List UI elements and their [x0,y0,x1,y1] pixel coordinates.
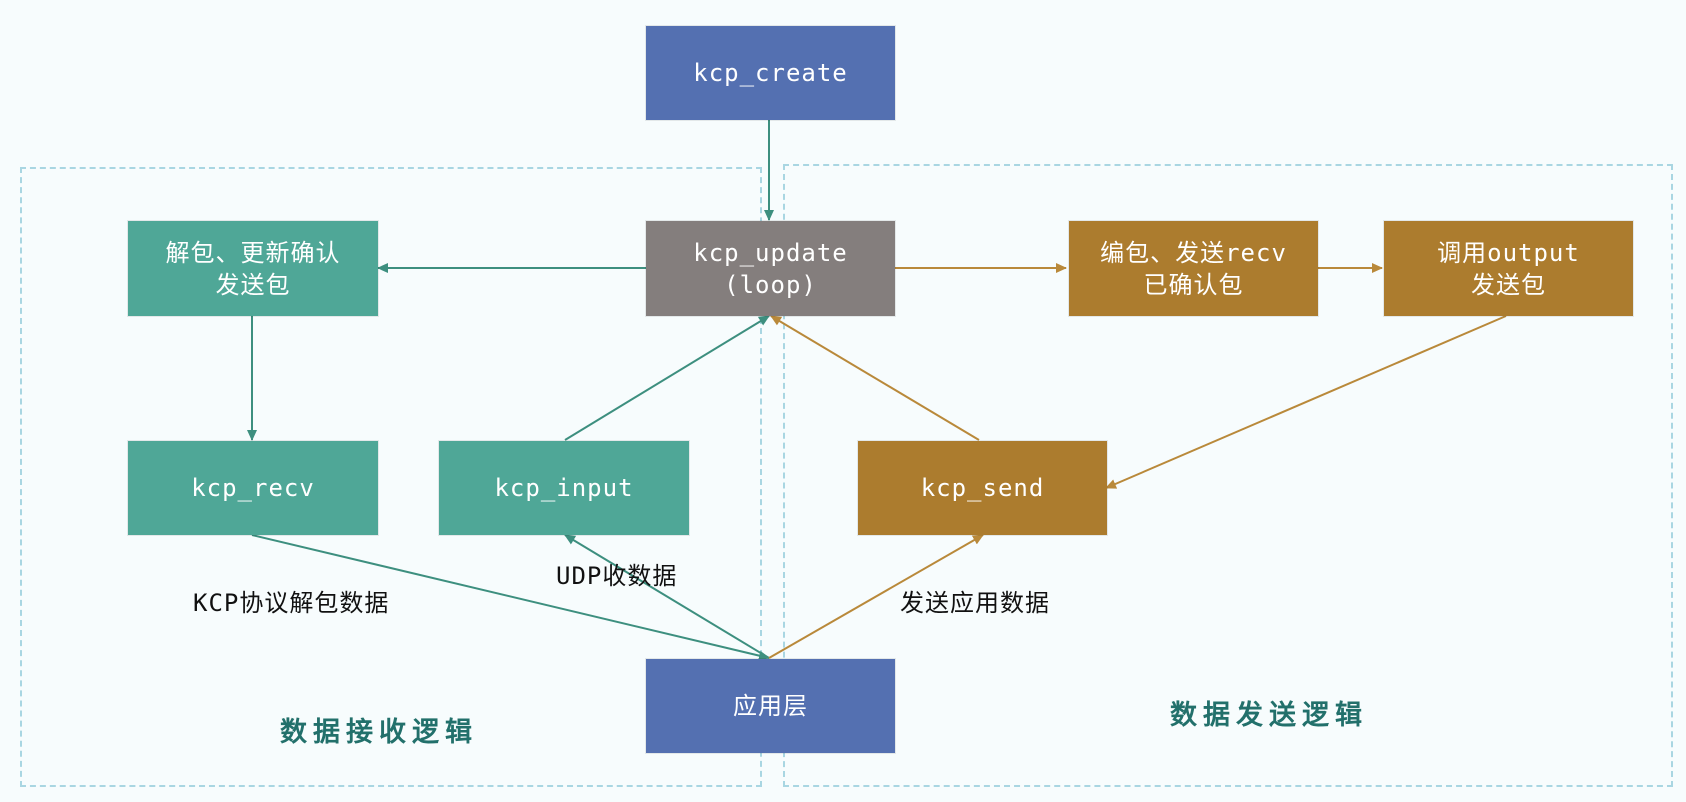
call-output-node: 调用output 发送包 [1384,221,1633,316]
kcp-update-node: kcp_update (loop) [646,221,895,316]
send-app-data-label: 发送应用数据 [900,589,1050,617]
arrow-app-to-input [564,534,770,659]
arrow-app-to-send [768,534,984,659]
kcp-recv-node: kcp_recv [128,441,378,535]
app-layer-node: 应用层 [646,659,895,753]
kcp-send-node: kcp_send [858,441,1107,535]
arrow-input-to-update [564,315,770,441]
pack-send-node: 编包、发送recv 已确认包 [1069,221,1318,316]
send-logic-region [783,164,1673,787]
unpack-ack-node: 解包、更新确认 发送包 [128,221,378,316]
arrow-send-to-update [770,315,980,441]
receive-logic-region [20,167,762,787]
kcp-unpack-data-label: KCP协议解包数据 [193,589,390,617]
udp-recv-label: UDP收数据 [556,562,678,590]
kcp-input-node: kcp_input [439,441,689,535]
arrow-recv-to-app [251,534,770,661]
arrow-output-to-send [1105,315,1507,489]
receive-logic-title: 数据接收逻辑 [280,717,478,748]
kcp-create-node: kcp_create [646,26,895,120]
send-logic-title: 数据发送逻辑 [1170,700,1368,731]
